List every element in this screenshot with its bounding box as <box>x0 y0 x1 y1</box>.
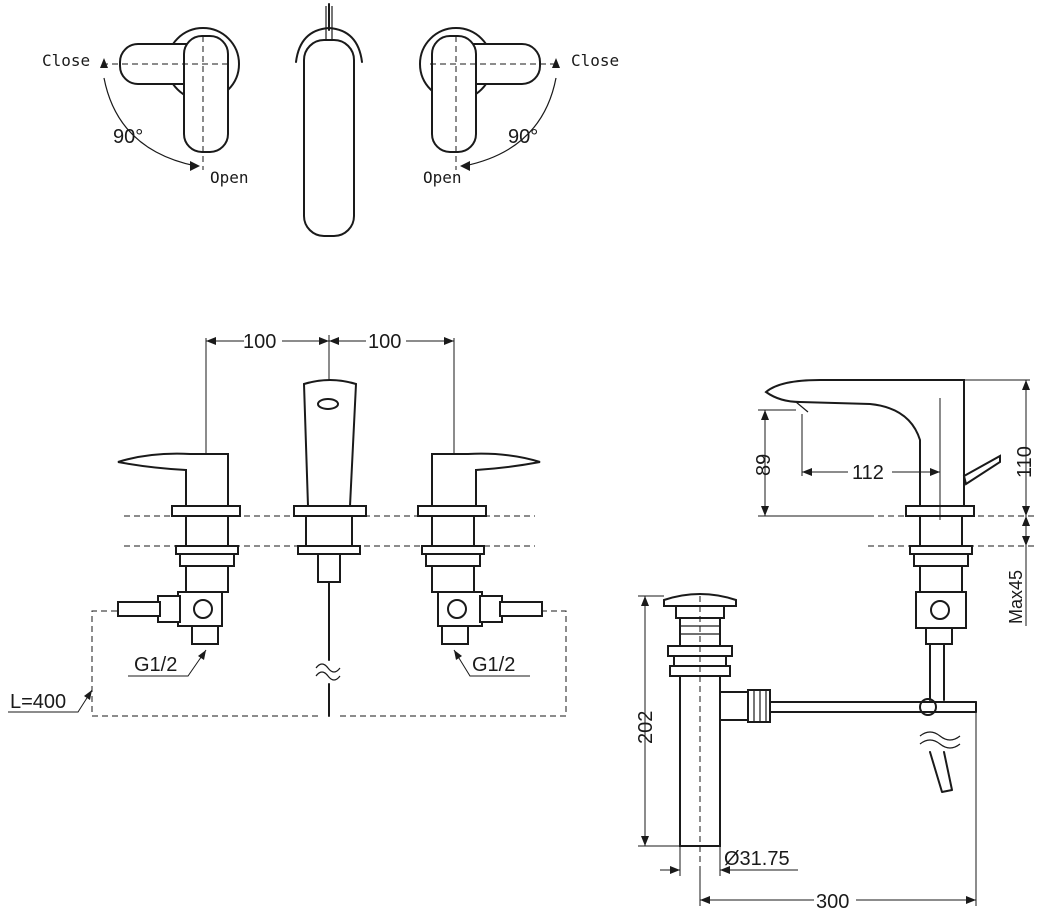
dim-202 <box>638 595 680 847</box>
dim-110 <box>964 379 1030 516</box>
dim-89 <box>758 409 868 517</box>
thread-right-leader <box>453 649 530 677</box>
drain-assembly <box>663 593 977 866</box>
hose-left-outline <box>91 610 318 717</box>
front-right-valve <box>417 452 543 645</box>
hose-length-label: L=400 <box>10 691 66 713</box>
front-dimension-100 <box>205 335 455 520</box>
thread-left-label: G1/2 <box>134 654 177 676</box>
front-left-valve <box>117 452 241 645</box>
dim-300 <box>699 712 977 906</box>
thread-right-label: G1/2 <box>472 654 515 676</box>
thread-left-leader <box>128 649 207 677</box>
right-close-label: Close <box>571 51 619 70</box>
dim-max45 <box>1022 516 1030 626</box>
rod-length-label: 300 <box>816 891 849 913</box>
total-height-label: 110 <box>1014 446 1036 478</box>
spout-reach-label: 112 <box>852 462 884 484</box>
top-view-left-handle <box>100 27 240 171</box>
dim-diameter <box>660 846 798 876</box>
spacing-left-label: 100 <box>243 331 276 353</box>
top-view-right-handle <box>419 27 560 171</box>
right-angle-label: 90° <box>508 126 538 148</box>
left-angle-label: 90° <box>113 126 143 148</box>
left-open-label: Open <box>210 168 249 187</box>
drain-diameter-label: Ø31.75 <box>724 848 790 870</box>
right-open-label: Open <box>423 168 462 187</box>
max-deck-label: Max45 <box>1006 570 1026 624</box>
spacing-right-label: 100 <box>368 331 401 353</box>
top-view-spout <box>295 3 363 237</box>
drain-height-label: 202 <box>635 711 657 744</box>
front-spout <box>293 379 367 717</box>
hose-right-outline <box>340 610 567 717</box>
dim-112 <box>801 414 940 476</box>
left-close-label: Close <box>42 51 90 70</box>
spout-height-label: 89 <box>753 454 775 476</box>
side-view-faucet <box>764 379 1001 793</box>
